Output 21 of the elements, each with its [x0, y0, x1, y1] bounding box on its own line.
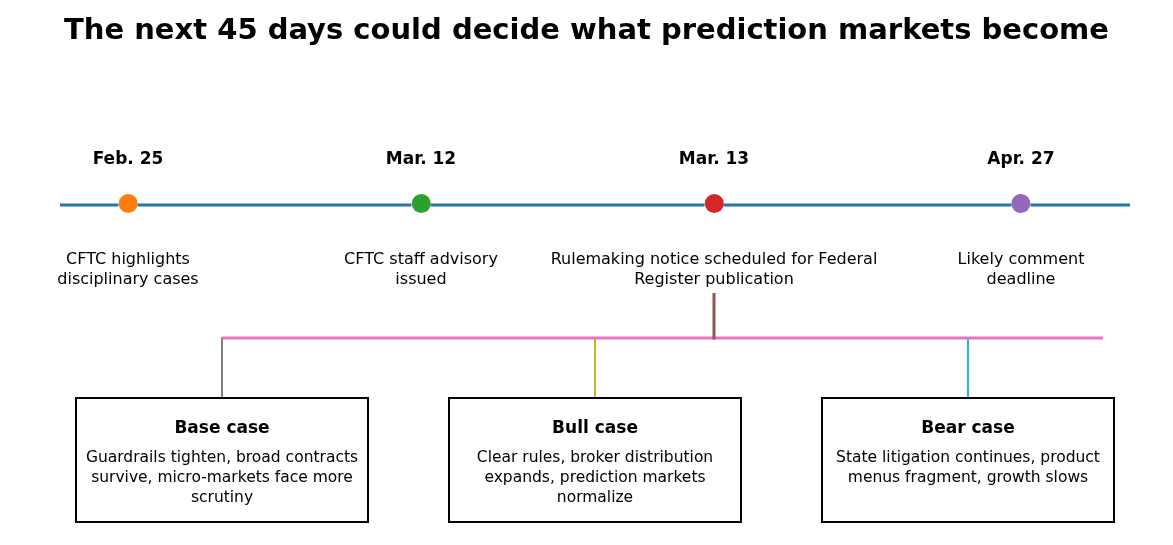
milestone-description: Rulemaking notice scheduled for Federal Register publication [549, 249, 879, 289]
chart-title: The next 45 days could decide what prediction markets become [63, 12, 1110, 46]
timeline-line [723, 203, 1012, 207]
timeline-line [430, 203, 705, 207]
date-label: Mar. 12 [385, 148, 457, 168]
case-box [448, 397, 742, 523]
milestone-description: CFTC staff advisory issued [343, 249, 499, 289]
date-label: Mar. 13 [678, 148, 750, 168]
case-description: Clear rules, broker distribution expands, prediction markets normalize [475, 447, 715, 507]
timeline-line [137, 203, 412, 207]
milestone-description: CFTC highlights disciplinary cases [56, 249, 200, 289]
case-box [821, 397, 1115, 523]
case-description: State litigation continues, product menus fragment, growth slows [835, 447, 1101, 487]
case-heading: Base case [174, 417, 270, 437]
case-heading: Bear case [921, 417, 1015, 437]
milestone-description: Likely comment deadline [956, 249, 1086, 289]
date-label: Feb. 25 [92, 148, 164, 168]
case-heading: Bull case [552, 417, 638, 437]
case-description: Guardrails tighten, broad contracts survive, micro-markets face more scrutiny [84, 447, 360, 507]
case-box [75, 397, 369, 523]
date-label: Apr. 27 [987, 148, 1055, 168]
